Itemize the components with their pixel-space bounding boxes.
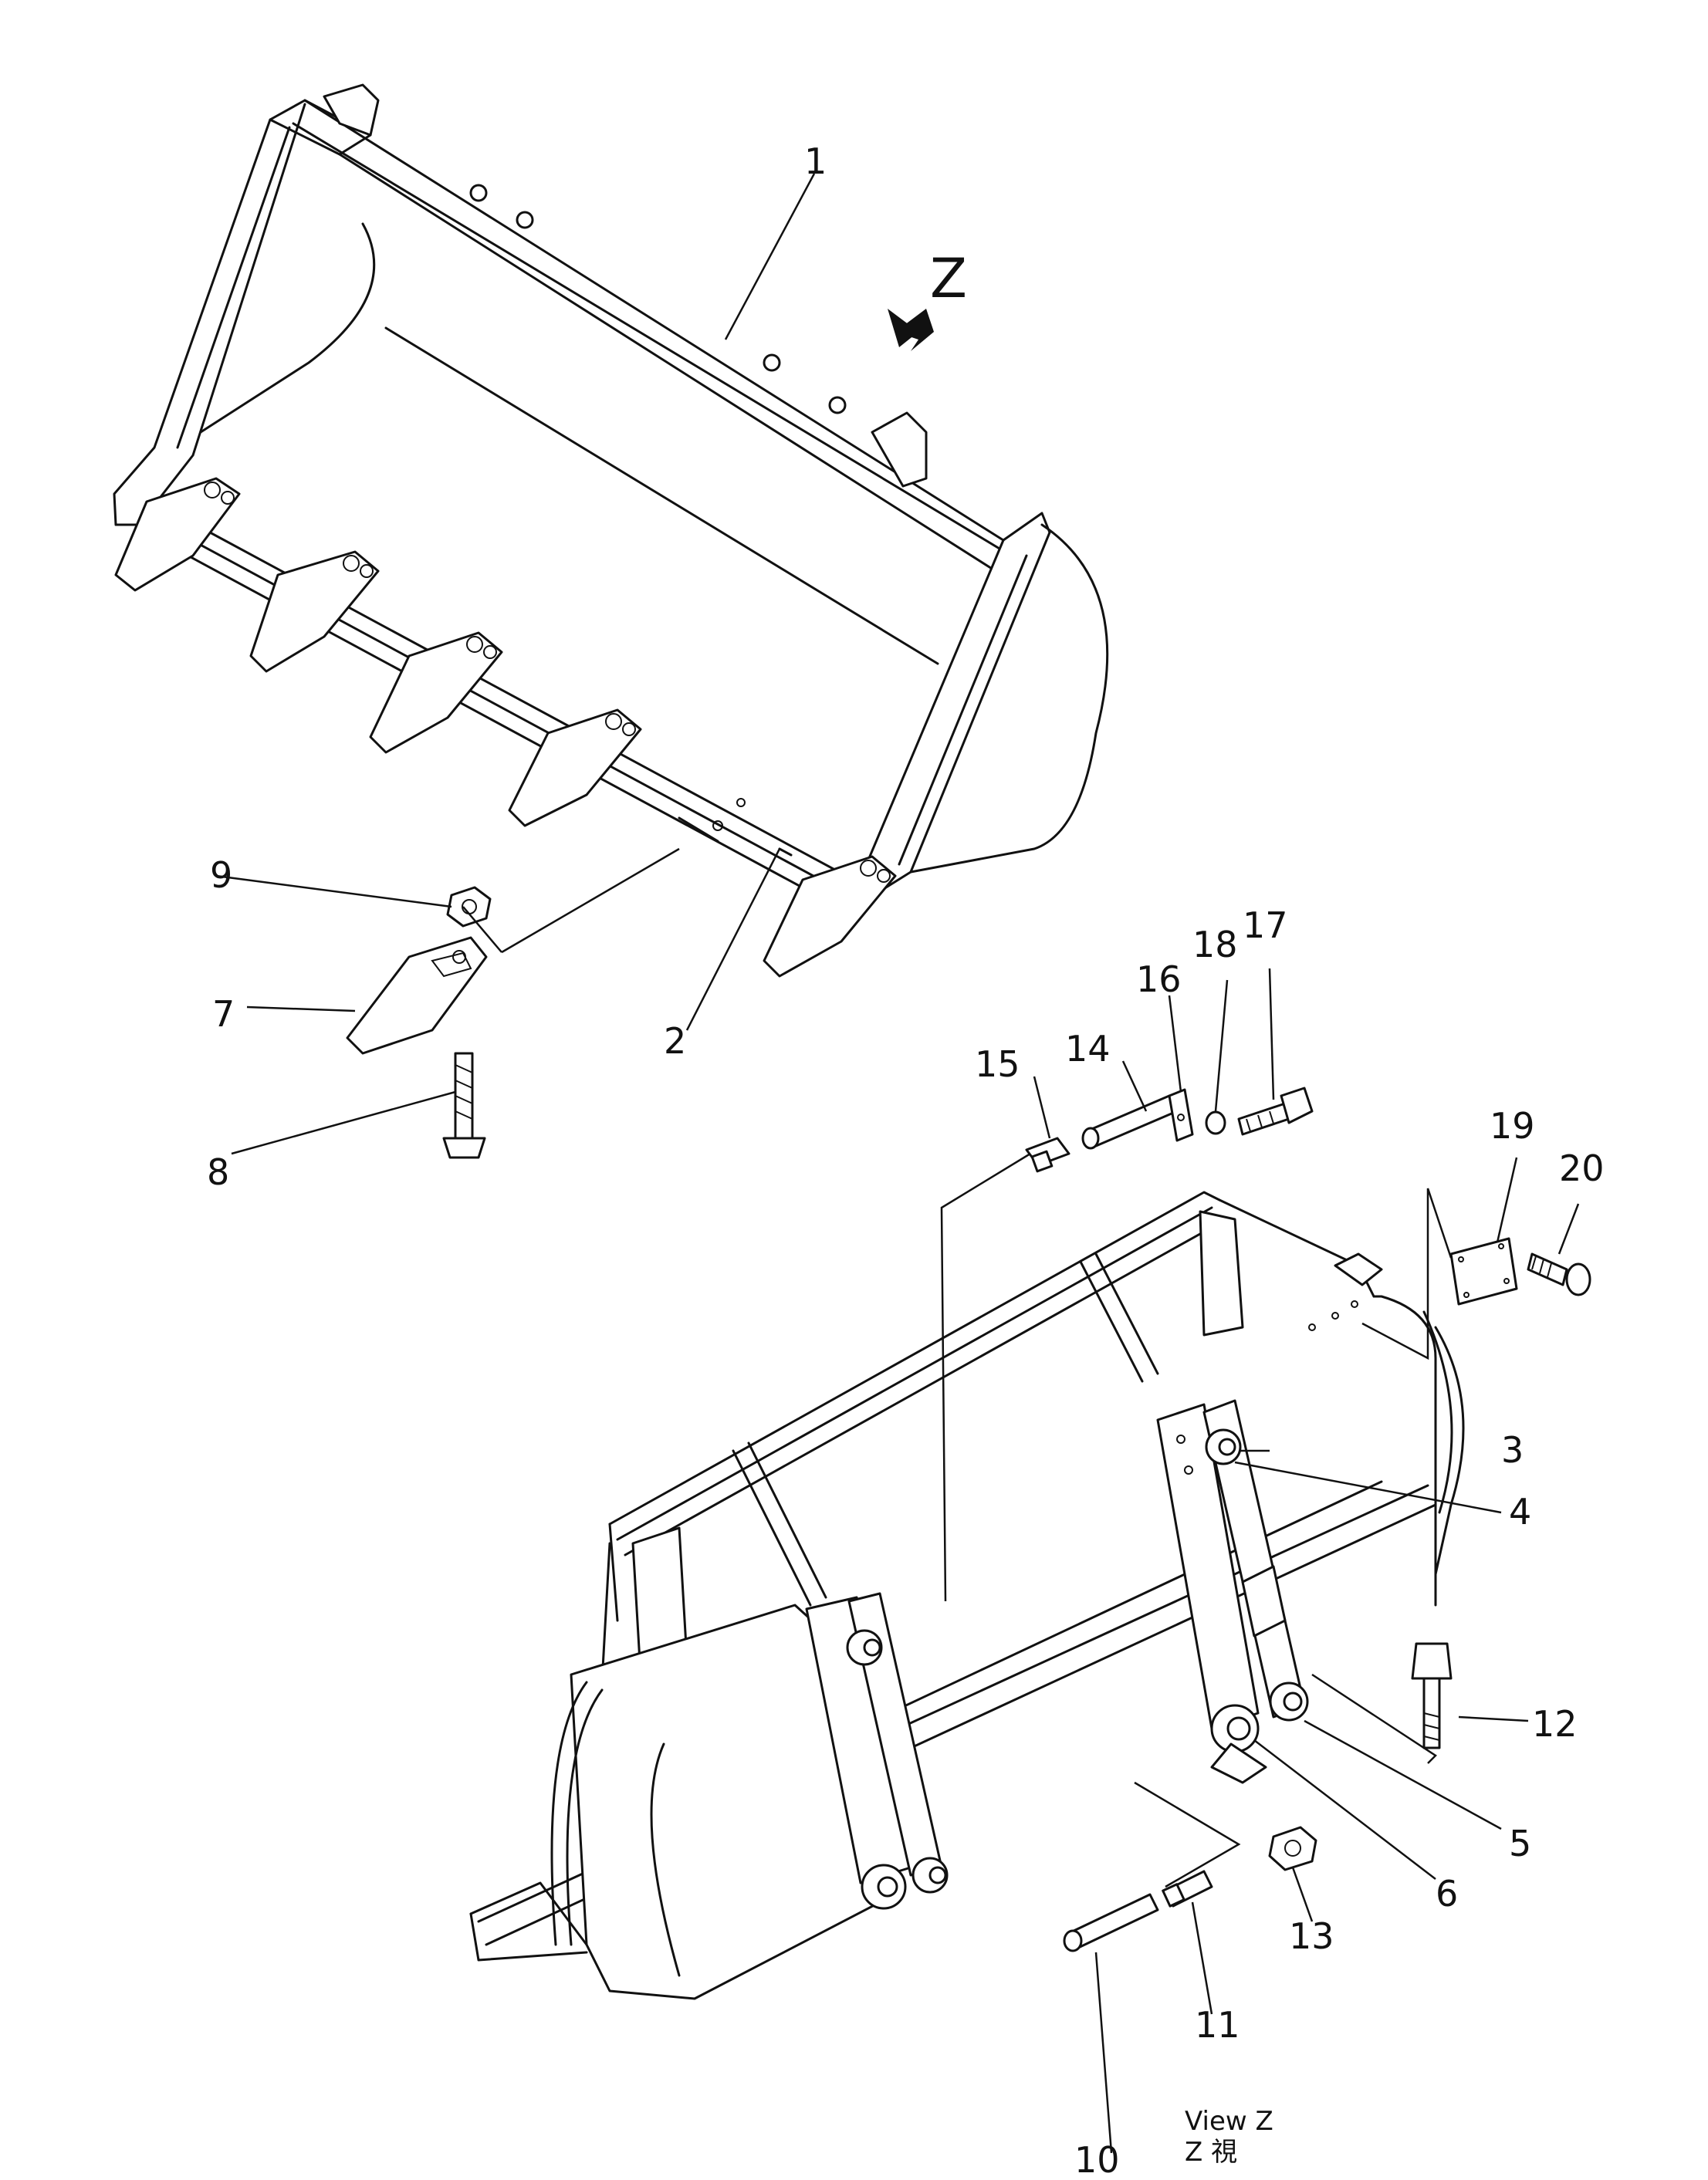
callout-14: 14 [1065, 1028, 1111, 1070]
callout-8: 8 [207, 1151, 229, 1193]
callout-4: 4 [1509, 1491, 1531, 1533]
callout-10: 10 [1074, 2139, 1120, 2176]
callout-11: 11 [1195, 2004, 1240, 2046]
callout-7: 7 [212, 993, 235, 1035]
tooth-exploded-parts [346, 886, 492, 1159]
view-arrow-letter: Z [930, 247, 967, 310]
callout-3: 3 [1501, 1429, 1524, 1471]
callout-18: 18 [1192, 924, 1238, 965]
bottom-exploded-parts [1063, 1237, 1591, 1952]
callout-12: 12 [1532, 1703, 1578, 1745]
bottom-bucket-drawing [469, 1191, 1465, 2000]
view-caption-line1: View Z [1185, 2106, 1273, 2137]
callout-5: 5 [1509, 1823, 1531, 1864]
pin-set-parts [1025, 1087, 1314, 1173]
callout-15: 15 [975, 1043, 1020, 1085]
callout-13: 13 [1289, 1915, 1334, 1957]
callout-16: 16 [1136, 958, 1182, 1000]
callout-1: 1 [804, 140, 827, 182]
callout-20: 20 [1559, 1147, 1605, 1189]
callout-19: 19 [1490, 1105, 1535, 1147]
callout-labels: 1 2 3 4 5 6 7 8 9 10 11 12 13 14 15 16 1… [207, 140, 1605, 2180]
view-direction-arrow [888, 309, 938, 351]
callout-9: 9 [210, 854, 232, 896]
top-bucket-drawing [113, 83, 1109, 978]
leader-lines [215, 173, 1580, 2154]
view-caption-line2: Z 視 [1185, 2137, 1237, 2168]
callout-2: 2 [664, 1020, 686, 1062]
callout-6: 6 [1436, 1873, 1458, 1915]
callout-17: 17 [1243, 904, 1288, 946]
